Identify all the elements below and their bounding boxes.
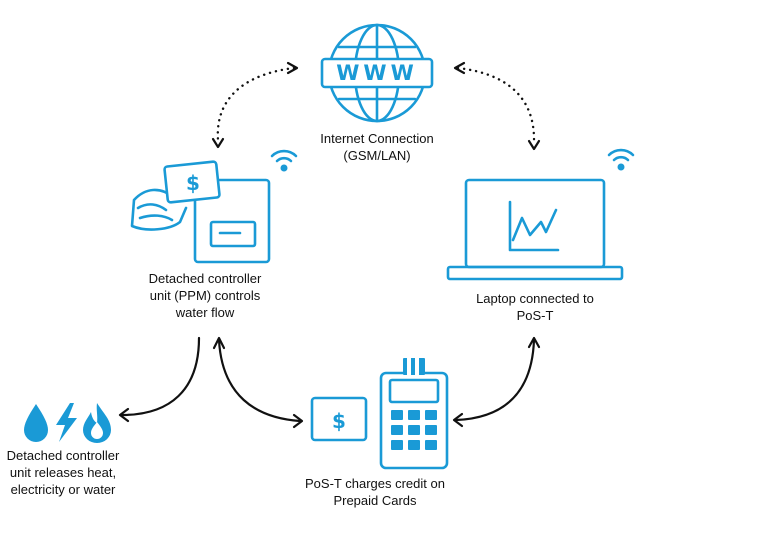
www-badge-text: WWW [336,61,418,85]
laptop-chart-icon [446,178,624,281]
arrow-controller-pos [212,336,304,429]
lightning-icon [56,403,77,442]
card-dollar-symbol: $ [186,171,200,195]
card-dollar-symbol: $ [332,409,346,433]
wifi-icon [270,149,298,172]
laptop-label: Laptop connected to PoS-T [476,291,594,323]
controller-unit-label: Detached controller unit (PPM) controls … [148,271,262,320]
flame-icon [83,403,111,443]
dotted-connector-left [211,61,299,149]
arrow-pos-laptop [452,336,541,428]
globe-www-icon: WWW [320,23,434,123]
pos-terminal-icon: $ [310,356,449,470]
controller-unit-with-card-icon: $ [130,160,271,264]
dotted-connector-right [453,61,541,151]
utilities-release-label: Detached controller unit releases heat, … [6,448,120,497]
water-drop-icon [24,404,48,442]
pos-terminal-label: PoS-T charges credit on Prepaid Cards [305,476,445,508]
internet-connection-label: Internet Connection (GSM/LAN) [320,131,434,163]
wifi-icon [607,148,635,171]
arrow-controller-to-utilities [118,336,201,423]
